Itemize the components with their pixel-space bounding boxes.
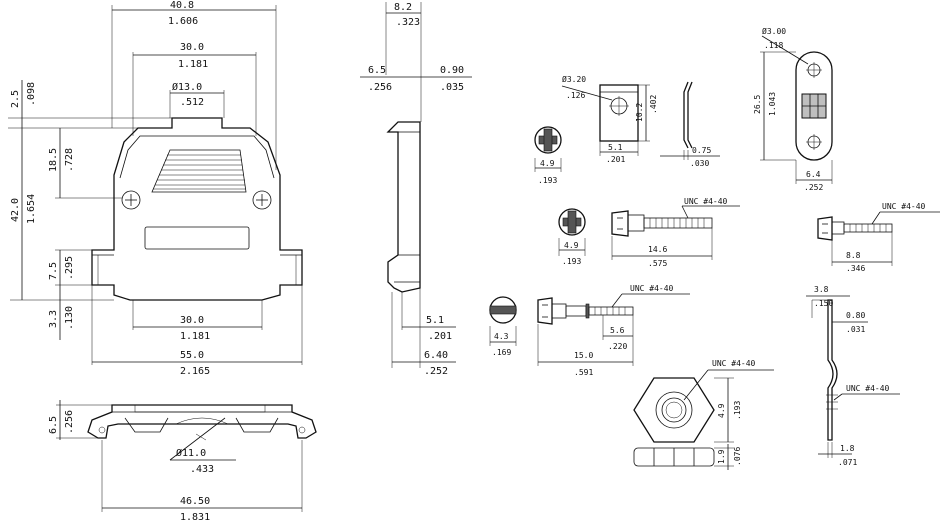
dim-bottom-width-in: 1.831 (180, 512, 210, 523)
dim-bottom-step-in: .130 (64, 306, 75, 330)
head-a-dia-mm: 4.9 (540, 159, 555, 168)
screw-left-icon (121, 190, 141, 210)
screw-head-c: 4.3 .169 (489, 296, 517, 357)
clip-height-mm: 10.2 (635, 103, 644, 122)
screw-stepped-length-in: .591 (574, 368, 593, 377)
screw-head-b: 4.9 .193 (558, 208, 586, 266)
dim-bottom-hole-in: .433 (190, 464, 214, 475)
dim-flange-width-mm: 55.0 (180, 350, 204, 361)
dim-bottom-width-in: 1.181 (180, 331, 210, 342)
hex-nut-across-mm: 4.9 (717, 403, 726, 418)
dim-side-top-mm: 8.2 (394, 2, 412, 13)
dim-cable-dia-mm: Ø13.0 (172, 81, 202, 93)
dim-overall-width-mm: 40.8 (170, 0, 194, 11)
dim-side-left-mm: 6.5 (368, 65, 386, 76)
dim-side-top-in: .323 (396, 17, 420, 28)
dim-top-step-mm: 2.5 (10, 90, 21, 108)
dim-top-step-in: .098 (26, 82, 37, 106)
relief-hole-mm: Ø3.00 (762, 26, 786, 36)
bracket: 3.8 .150 0.80 .031 UNC #4-40 1.8 .071 (806, 285, 900, 467)
hex-nut-thick-in: .076 (733, 447, 742, 466)
dim-inner-width-mm: 30.0 (180, 42, 204, 53)
screw-stepped-thread: UNC #4-40 (630, 284, 674, 293)
relief-length-mm: 26.5 (753, 95, 762, 114)
hex-nut-thread: UNC #4-40 (712, 359, 756, 368)
dim-cable-dia-in: .512 (180, 97, 204, 108)
small-clip-part: Ø3.20 .126 10.2 .402 5.1 .201 0.75 .030 (561, 74, 720, 168)
dim-upper-height-in: .728 (64, 148, 75, 172)
bracket-thick-in: .031 (846, 325, 865, 334)
side-view: 8.2 .323 6.5 .256 0.90 .035 5.1 .201 6.4… (360, 2, 472, 377)
dim-side-depth-in: .201 (428, 331, 452, 342)
clip-thick-in: .030 (690, 159, 709, 168)
head-c-dia-in: .169 (492, 348, 511, 357)
dim-bottom-hole-mm: Ø11.0 (176, 447, 206, 459)
bracket-thread: UNC #4-40 (846, 384, 890, 393)
clip-hole-in: .126 (566, 91, 585, 100)
dim-total-height-mm: 42.0 (10, 198, 21, 222)
dim-bottom-width-mm: 46.50 (180, 496, 210, 507)
hex-nut-across-in: .193 (733, 401, 742, 420)
head-b-dia-in: .193 (562, 257, 581, 266)
clip-width-mm: 5.1 (608, 143, 623, 152)
screw-short: UNC #4-40 8.8 .346 (817, 202, 940, 273)
clip-hole-mm: Ø3.20 (562, 74, 586, 84)
dim-bottom-width-mm: 30.0 (180, 315, 204, 326)
screw-stepped: UNC #4-40 5.6 .220 15.0 .591 (537, 284, 690, 377)
bracket-tab-in: .071 (838, 458, 857, 467)
dim-inner-width-in: 1.181 (178, 59, 208, 70)
screw-stepped-length-mm: 15.0 (574, 351, 593, 360)
dim-total-height-in: 1.654 (26, 194, 37, 224)
clip-width-in: .201 (606, 155, 625, 164)
screw-head-a: 4.9 .193 (534, 126, 562, 185)
dim-overall-width-in: 1.606 (168, 16, 198, 27)
bottom-view: 6.5 .256 Ø11.0 .433 46.50 1.831 (48, 400, 317, 523)
dim-side-right-in: .035 (440, 82, 464, 93)
clip-height-in: .402 (649, 95, 658, 114)
dim-side-right-mm: 0.90 (440, 65, 464, 76)
screw-short-length-mm: 8.8 (846, 251, 861, 260)
dim-side-total-in: .252 (424, 366, 448, 377)
hex-nut: UNC #4-40 4.9 .193 1.9 .076 (633, 359, 774, 470)
relief-width-mm: 6.4 (806, 170, 821, 179)
screw-short-thread: UNC #4-40 (882, 202, 926, 211)
bracket-tab-mm: 1.8 (840, 444, 855, 453)
dim-bottom-height-in: .256 (64, 410, 75, 434)
screw-long-length-in: .575 (648, 259, 667, 268)
dim-side-depth-mm: 5.1 (426, 315, 444, 326)
clip-thick-mm: 0.75 (692, 146, 711, 155)
dim-flange-height-mm: 7.5 (48, 262, 59, 280)
screw-long: UNC #4-40 14.6 .575 (611, 197, 740, 268)
hex-nut-thick-mm: 1.9 (717, 449, 726, 464)
dim-flange-width-in: 2.165 (180, 366, 210, 377)
dim-bottom-step-mm: 3.3 (48, 310, 59, 328)
screw-short-length-in: .346 (846, 264, 865, 273)
bracket-thick-mm: 0.80 (846, 311, 865, 320)
relief-width-in: .252 (804, 183, 823, 192)
strain-relief-part: Ø3.00 .118 26.5 1.043 6.4 .252 (753, 26, 833, 192)
dim-side-left-in: .256 (368, 82, 392, 93)
head-b-dia-mm: 4.9 (564, 241, 579, 250)
grille (151, 149, 247, 193)
screw-long-thread: UNC #4-40 (684, 197, 728, 206)
dim-flange-height-in: .295 (64, 256, 75, 280)
bracket-width-mm: 3.8 (814, 285, 829, 294)
relief-hole-in: .118 (764, 41, 783, 50)
dim-bottom-height-mm: 6.5 (48, 416, 59, 434)
screw-long-length-mm: 14.6 (648, 245, 667, 254)
screw-stepped-thread-len-in: .220 (608, 342, 627, 351)
head-a-dia-in: .193 (538, 176, 557, 185)
screw-stepped-thread-len-mm: 5.6 (610, 326, 625, 335)
relief-length-in: 1.043 (768, 92, 777, 116)
dim-side-total-mm: 6.40 (424, 350, 448, 361)
bracket-width-in: .150 (814, 299, 833, 308)
front-view: 40.8 1.606 30.0 1.181 Ø13.0 .512 2.5 .09… (8, 0, 303, 377)
screw-right-icon (252, 190, 272, 210)
dim-upper-height-mm: 18.5 (48, 148, 59, 172)
head-c-dia-mm: 4.3 (494, 332, 509, 341)
